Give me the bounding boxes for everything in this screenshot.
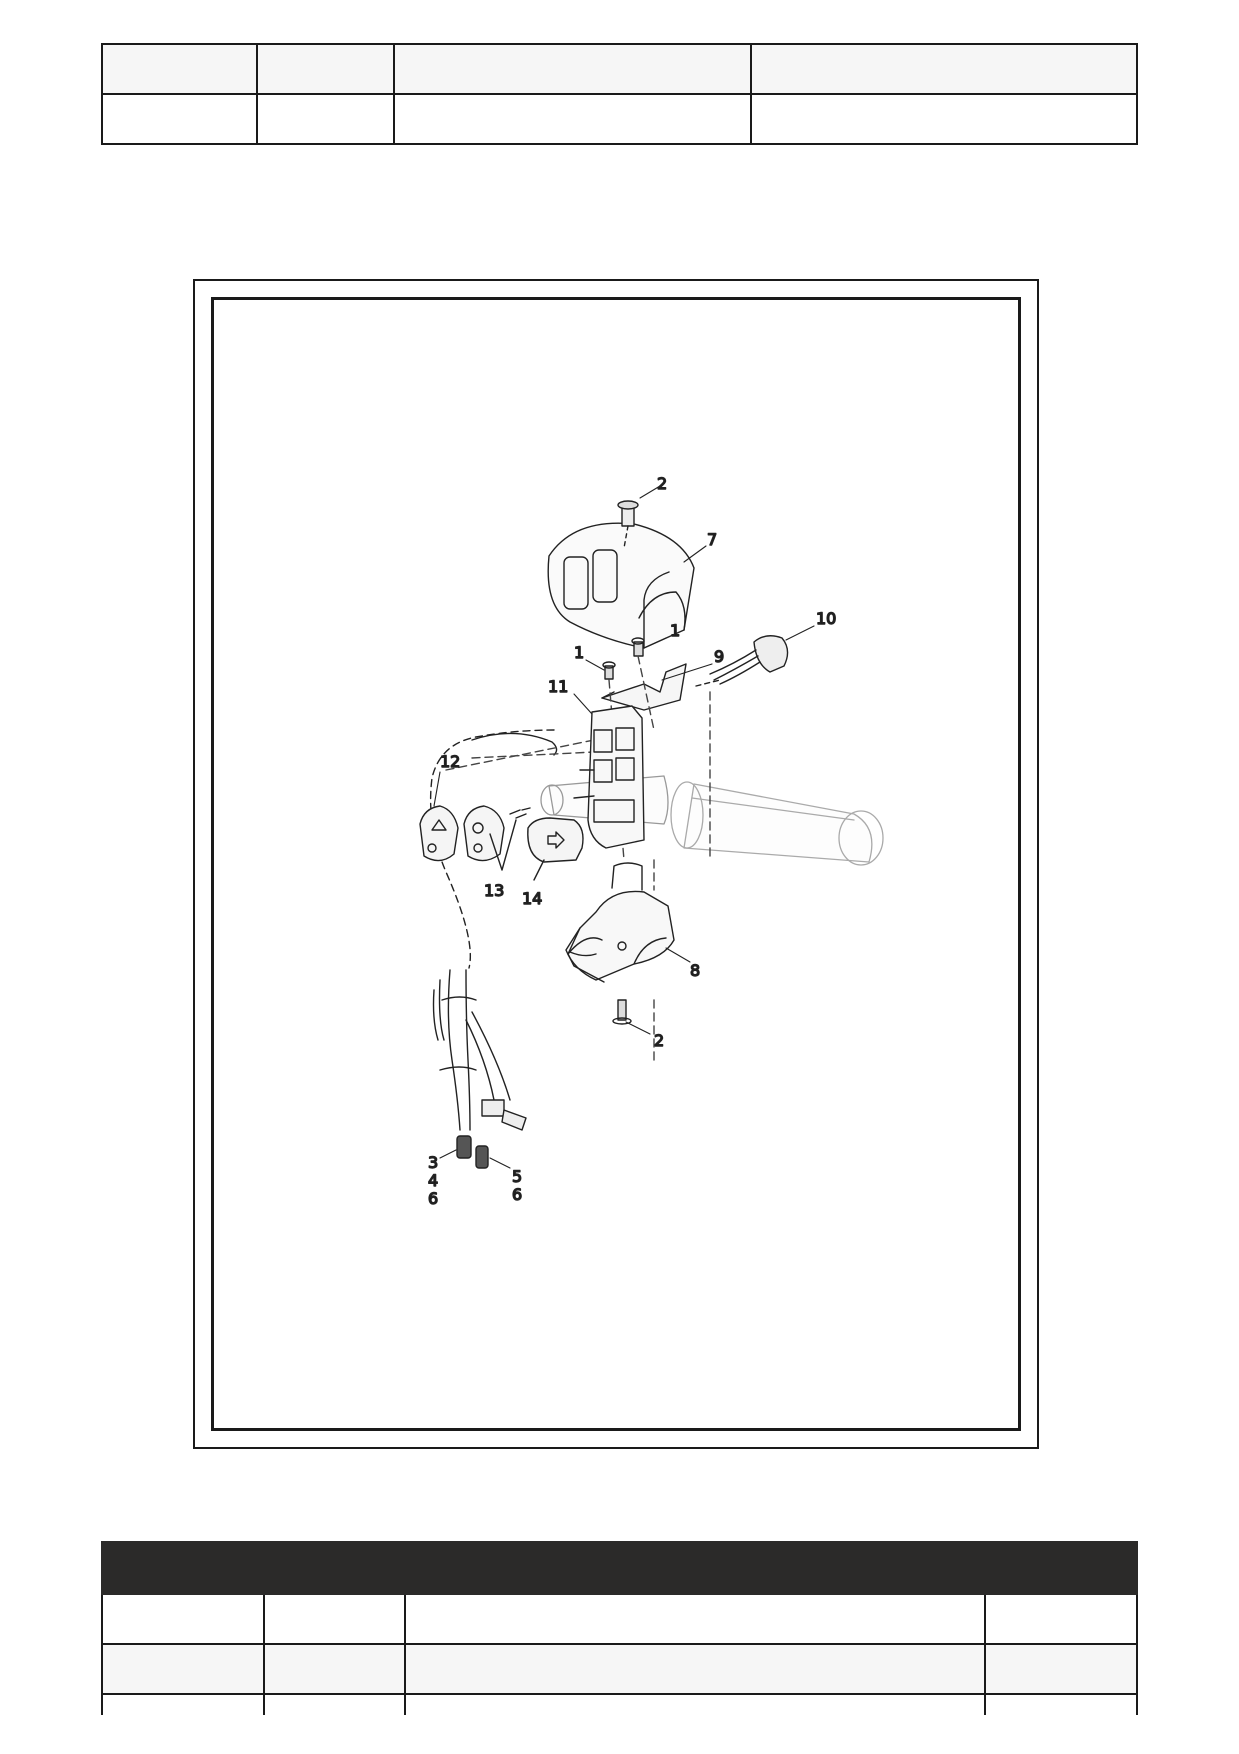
table-row [101, 1643, 1138, 1695]
table-header-row [101, 1541, 1138, 1595]
callout-1-b: 1 [574, 643, 584, 662]
wiring-harness-lower [432, 969, 527, 1169]
callout-8: 8 [690, 961, 700, 980]
switch-housing-lower [565, 862, 675, 983]
callout-10: 10 [816, 609, 836, 628]
screw-1-b [602, 661, 616, 680]
screw-2-top [617, 500, 639, 549]
table-cell [263, 1693, 406, 1715]
table-cell [101, 93, 258, 145]
table-cell [750, 43, 1138, 95]
leader-13 [489, 819, 517, 871]
table-row [101, 1593, 1138, 1645]
table-cell [263, 1593, 406, 1645]
table-cell [750, 93, 1138, 145]
table-cell [393, 43, 752, 95]
table-header-cell [263, 1541, 406, 1595]
callout-5: 5 [512, 1167, 522, 1186]
table-cell [101, 1643, 265, 1695]
switch-connector [695, 635, 789, 861]
callout-1-a: 1 [670, 621, 680, 640]
table-cell [256, 93, 395, 145]
callout-9: 9 [714, 647, 724, 666]
table-cell [984, 1693, 1138, 1715]
top-parts-table [101, 43, 1138, 145]
table-cell [256, 43, 395, 95]
wire-harness-solid [471, 732, 558, 756]
leader-14 [533, 859, 545, 881]
callout-leaders [433, 485, 815, 1169]
table-row [101, 1693, 1138, 1715]
table-cell [404, 1643, 986, 1695]
table-row [101, 93, 1138, 145]
screw-2-bottom [612, 999, 632, 1025]
table-cell [101, 1593, 265, 1645]
callout-11: 11 [548, 677, 568, 696]
callout-14: 14 [522, 889, 542, 908]
switch-button-13 [463, 805, 531, 862]
table-header-cell [984, 1541, 1138, 1595]
table-cell [404, 1693, 986, 1715]
callout-6-b: 6 [512, 1185, 522, 1204]
figure-frame: 2 7 1 10 9 1 11 12 13 14 8 2 3 4 6 5 6 [193, 279, 1039, 1449]
callout-4: 4 [428, 1171, 438, 1190]
table-header-cell [404, 1541, 986, 1595]
table-cell [984, 1593, 1138, 1645]
exploded-parts-diagram: 2 7 1 10 9 1 11 12 13 14 8 2 3 4 6 5 6 [419, 473, 884, 1209]
callout-7: 7 [707, 530, 717, 549]
switch-button-14 [527, 817, 584, 863]
table-row [101, 43, 1138, 95]
table-cell [101, 1693, 265, 1715]
table-cell [393, 93, 752, 145]
table-cell [404, 1593, 986, 1645]
callout-6-a: 6 [428, 1189, 438, 1208]
parts-list-table [101, 1541, 1138, 1715]
switch-body [573, 705, 645, 849]
callout-3: 3 [428, 1153, 438, 1172]
callout-12: 12 [440, 752, 460, 771]
table-cell [263, 1643, 406, 1695]
callout-13: 13 [484, 881, 504, 900]
switch-button-12 [419, 805, 459, 862]
handlebar-grip [670, 781, 884, 866]
callout-2-top: 2 [657, 474, 667, 493]
callout-2-bottom: 2 [654, 1031, 664, 1050]
table-cell [984, 1643, 1138, 1695]
figure-inner-border: 2 7 1 10 9 1 11 12 13 14 8 2 3 4 6 5 6 [211, 297, 1021, 1431]
switch-housing-upper-cover [547, 522, 695, 649]
table-header-cell [101, 1541, 265, 1595]
table-cell [101, 43, 258, 95]
